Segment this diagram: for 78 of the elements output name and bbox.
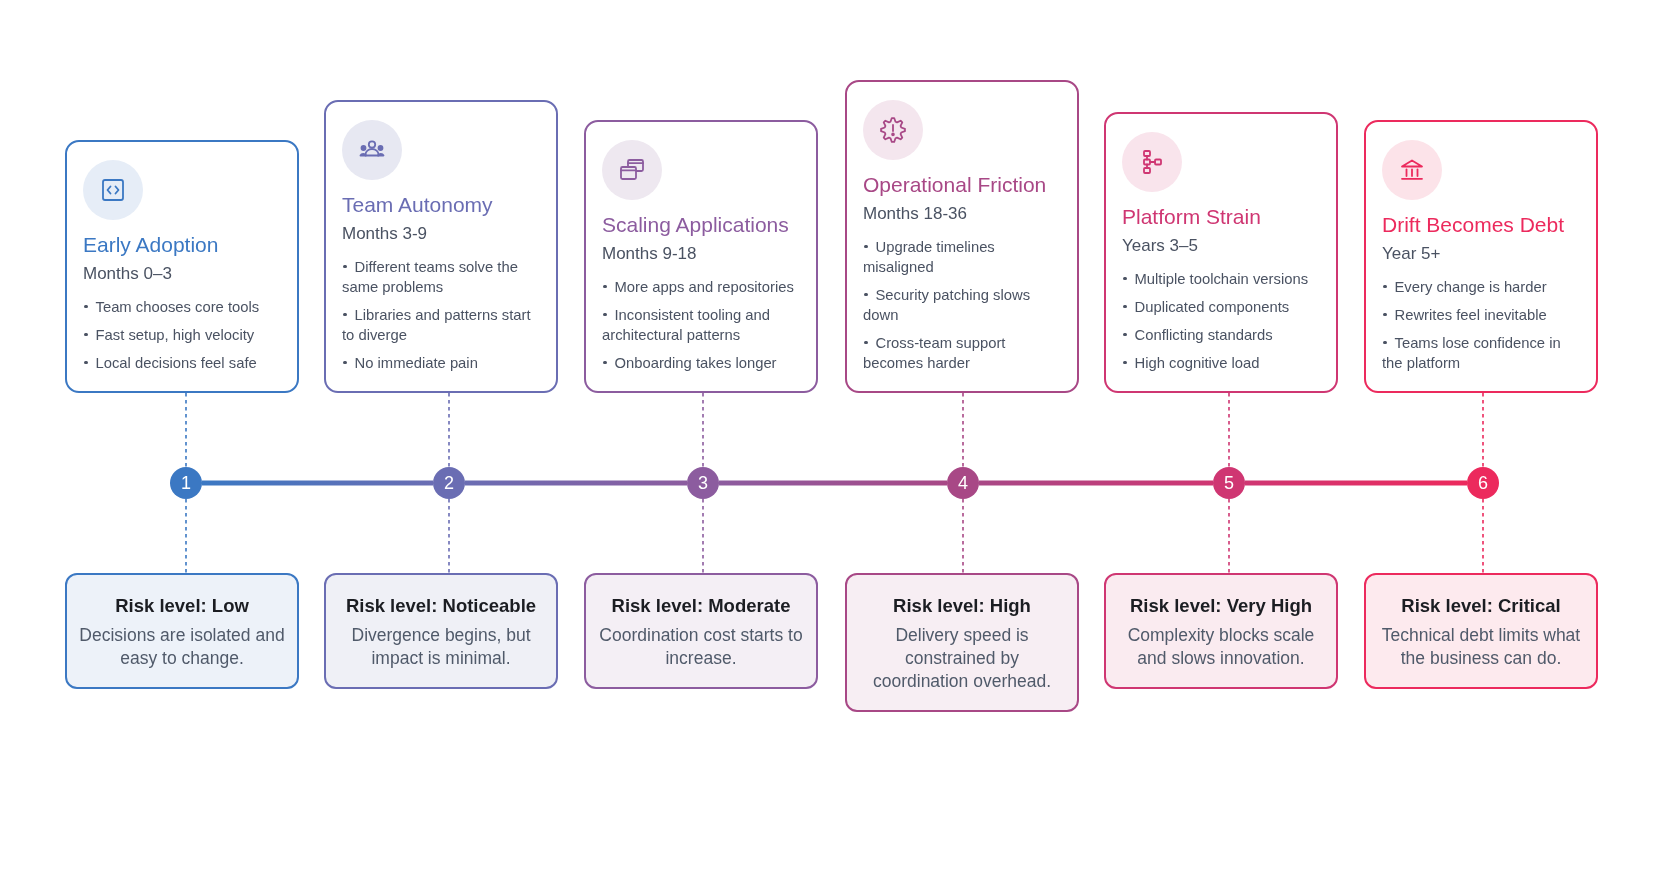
bullet-text: Libraries and patterns start to diverge <box>342 305 540 345</box>
bullet-text: No immediate pain <box>342 353 540 373</box>
bullet-text: Rewrites feel inevitable <box>1382 305 1580 325</box>
phase-card <box>1364 120 1598 393</box>
bullet-text: High cognitive load <box>1122 353 1320 373</box>
duration-text: Months 18-36 <box>863 203 968 225</box>
bullet-text: Team chooses core tools <box>83 297 281 317</box>
risk-card <box>1104 573 1338 689</box>
risk-card <box>584 573 818 689</box>
dashed-connector <box>962 392 964 468</box>
phase-title: Platform Strain <box>1122 204 1262 230</box>
step-number-circle: 3 <box>687 467 719 499</box>
phase-card <box>324 100 558 393</box>
dashed-connector <box>448 392 450 468</box>
risk-level-title: Risk level: High <box>892 594 1032 618</box>
bullet-text: Multiple toolchain versions <box>1122 269 1320 289</box>
bullet-text: Security patching slows down <box>863 285 1061 325</box>
timeline-line <box>719 480 947 486</box>
bullet-text: Different teams solve the same problems <box>342 257 540 297</box>
dashed-connector <box>1482 498 1484 574</box>
risk-description: Divergence begins, but impact is minimal. <box>350 624 532 670</box>
dashed-connector <box>1228 498 1230 574</box>
risk-level-title: Risk level: Very High <box>1129 594 1313 618</box>
duration-text: Months 3-9 <box>342 223 429 245</box>
risk-card <box>1364 573 1598 689</box>
step-number-circle: 2 <box>433 467 465 499</box>
bullet-text: Conflicting standards <box>1122 325 1320 345</box>
dashed-connector <box>185 498 187 574</box>
phase-title: Operational Friction <box>863 172 1048 198</box>
risk-card <box>845 573 1079 712</box>
phase-title: Scaling Applications <box>602 212 790 238</box>
dashed-connector <box>702 392 704 468</box>
bullet-text: Onboarding takes longer <box>602 353 800 373</box>
bullet-text: Cross-team support becomes harder <box>863 333 1061 373</box>
phase-title: Early Adoption <box>83 232 220 258</box>
bullet-text: Inconsistent tooling and architectural patterns <box>602 305 800 345</box>
risk-card <box>65 573 299 689</box>
phase-card <box>65 140 299 393</box>
risk-description: Decisions are isolated and easy to change. <box>79 624 285 670</box>
risk-level-title: Risk level: Low <box>114 594 250 618</box>
phase-card <box>584 120 818 393</box>
dashed-connector <box>1228 392 1230 468</box>
step-number-circle: 6 <box>1467 467 1499 499</box>
risk-level-title: Risk level: Moderate <box>610 594 792 618</box>
risk-description: Technical debt limits what the business can do. <box>1380 624 1582 670</box>
duration-text: Months 9-18 <box>602 243 698 265</box>
phase-card <box>1104 112 1338 393</box>
phase-title: Drift Becomes Debt <box>1382 212 1566 238</box>
bullet-text: More apps and repositories <box>602 277 800 297</box>
risk-description: Complexity blocks scale and slows innovation. <box>1126 624 1316 670</box>
step-number-circle: 5 <box>1213 467 1245 499</box>
step-number-circle: 1 <box>170 467 202 499</box>
risk-description: Delivery speed is constrained by coordination overhead. <box>871 624 1052 693</box>
phase-card <box>845 80 1079 393</box>
dashed-connector <box>962 498 964 574</box>
bullet-text: Upgrade timelines misaligned <box>863 237 1061 277</box>
timeline-line <box>465 480 687 486</box>
duration-text: Year 5+ <box>1382 243 1442 265</box>
duration-text: Months 0–3 <box>83 263 173 285</box>
bullet-text: Every change is harder <box>1382 277 1580 297</box>
step-number-circle: 4 <box>947 467 979 499</box>
risk-level-title: Risk level: Noticeable <box>344 594 538 618</box>
risk-level-title: Risk level: Critical <box>1400 594 1562 618</box>
risk-card <box>324 573 558 689</box>
timeline-line <box>979 480 1213 486</box>
risk-description: Coordination cost starts to increase. <box>598 624 804 670</box>
duration-text: Years 3–5 <box>1122 235 1199 257</box>
dashed-connector <box>185 392 187 468</box>
bullet-text: Teams lose confidence in the platform <box>1382 333 1580 373</box>
dashed-connector <box>448 498 450 574</box>
timeline-line <box>1245 480 1467 486</box>
bullet-text: Local decisions feel safe <box>83 353 281 373</box>
bullet-text: Duplicated components <box>1122 297 1320 317</box>
timeline-line <box>202 480 433 486</box>
phase-title: Team Autonomy <box>342 192 494 218</box>
dashed-connector <box>1482 392 1484 468</box>
dashed-connector <box>702 498 704 574</box>
bullet-text: Fast setup, high velocity <box>83 325 281 345</box>
